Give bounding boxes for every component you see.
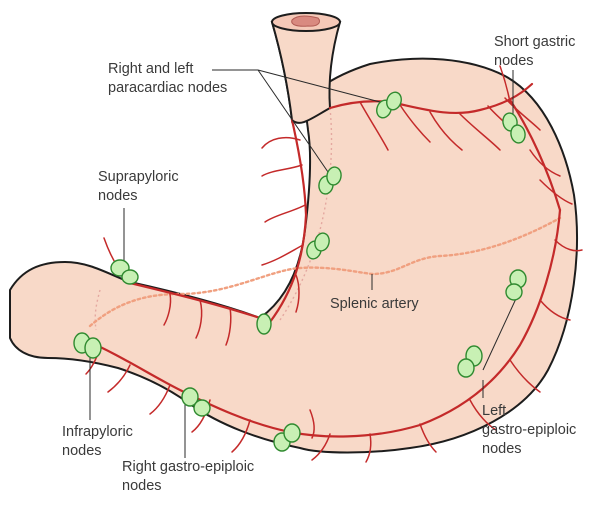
- label-paracardiac-nodes: Right and left paracardiac nodes: [108, 60, 227, 98]
- label-suprapyloric-nodes: Suprapyloric nodes: [98, 168, 179, 206]
- label-right-gastro-epiploic-nodes: Right gastro-epiploic nodes: [122, 458, 254, 496]
- label-splenic-artery: Splenic artery: [330, 295, 419, 314]
- oesophagus-lumen: [292, 16, 320, 26]
- label-short-gastric-nodes: Short gastric nodes: [494, 33, 575, 71]
- label-infrapyloric-nodes: Infrapyloric nodes: [62, 423, 133, 461]
- pyloric-node: [257, 314, 271, 334]
- label-left-gastro-epiploic-nodes: Left gastro-epiploic nodes: [482, 402, 576, 459]
